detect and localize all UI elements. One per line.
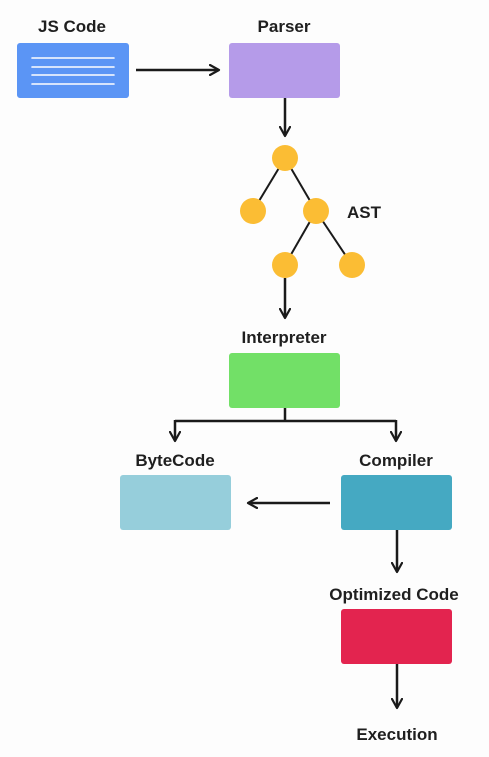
interpreter-label: Interpreter: [241, 328, 326, 347]
interpreter-box: [229, 353, 340, 408]
parser-box: [229, 43, 340, 98]
bytecode-box: [120, 475, 231, 530]
ast-tree: [240, 145, 365, 278]
js-code-label: JS Code: [38, 17, 106, 36]
parser-label: Parser: [258, 17, 311, 36]
optimized-code-box: [341, 609, 452, 664]
compiler-box: [341, 475, 452, 530]
ast-node: [303, 198, 329, 224]
compiler-label: Compiler: [359, 451, 433, 470]
bytecode-label: ByteCode: [135, 451, 214, 470]
ast-node: [240, 198, 266, 224]
ast-node: [272, 252, 298, 278]
ast-label: AST: [347, 203, 382, 222]
ast-node: [339, 252, 365, 278]
ast-node: [272, 145, 298, 171]
edge-interpreter-split: [175, 408, 396, 441]
js-code-box: [17, 43, 129, 98]
code-lines-icon: [31, 57, 115, 85]
optimized-code-label: Optimized Code: [329, 585, 458, 604]
execution-label: Execution: [356, 725, 437, 744]
